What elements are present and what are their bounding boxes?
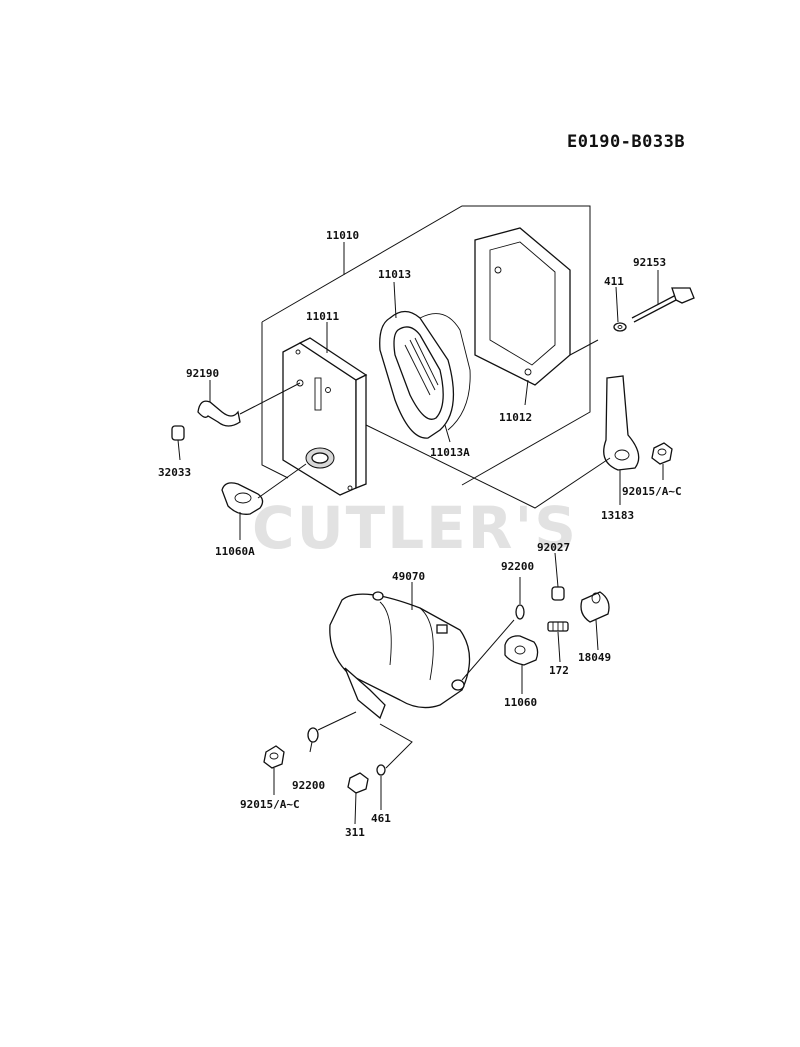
air-filter-11013[interactable]	[379, 310, 471, 439]
label-11060a[interactable]: 11060A	[215, 545, 255, 558]
nut-311[interactable]	[347, 772, 369, 794]
label-49070[interactable]: 49070	[392, 570, 425, 583]
label-92015-bottom[interactable]: 92015/A~C	[240, 798, 300, 811]
bracket-13183[interactable]	[603, 375, 640, 471]
watermark: CUTLER'S	[252, 494, 578, 562]
air-cleaner-cover-11012[interactable]	[474, 227, 571, 386]
clip-32033[interactable]	[171, 425, 185, 441]
label-11013[interactable]: 11013	[378, 268, 411, 281]
leader-lines	[177, 270, 664, 825]
label-92015-top[interactable]: 92015/A~C	[622, 485, 682, 498]
nut-92015-bottom[interactable]	[263, 745, 285, 769]
stud-172[interactable]	[547, 621, 569, 632]
washer-92200-top[interactable]	[515, 604, 525, 620]
breather-hose-92190[interactable]	[197, 400, 241, 427]
label-11011[interactable]: 11011	[306, 310, 339, 323]
washer-92200-bottom[interactable]	[307, 727, 319, 743]
label-11010[interactable]: 11010	[326, 229, 359, 242]
label-11013a[interactable]: 11013A	[430, 446, 470, 459]
assembly-frame	[261, 205, 591, 486]
label-18049[interactable]: 18049	[578, 651, 611, 664]
wing-bolt-92153[interactable]	[631, 287, 695, 323]
cap-92027[interactable]	[551, 586, 565, 601]
gasket-11060[interactable]	[504, 635, 539, 666]
label-311[interactable]: 311	[345, 826, 365, 839]
label-411[interactable]: 411	[604, 275, 624, 288]
label-461[interactable]: 461	[371, 812, 391, 825]
muffler-49070[interactable]	[329, 591, 471, 720]
label-11012[interactable]: 11012	[499, 411, 532, 424]
label-92200-bottom[interactable]: 92200	[292, 779, 325, 792]
label-172[interactable]: 172	[549, 664, 569, 677]
air-cleaner-base-11011[interactable]	[282, 337, 368, 496]
label-92190[interactable]: 92190	[186, 367, 219, 380]
nut-92015-top[interactable]	[651, 442, 673, 465]
washer-411[interactable]	[613, 322, 627, 332]
label-11060[interactable]: 11060	[504, 696, 537, 709]
label-92200-top[interactable]: 92200	[501, 560, 534, 573]
spark-arrester-18049[interactable]	[580, 591, 610, 623]
part-labels: 11010 11013 11011 92153 411 92190 11012 …	[158, 229, 682, 839]
diagram-code: E0190-B033B	[567, 132, 686, 152]
label-92153[interactable]: 92153	[633, 256, 666, 269]
label-32033[interactable]: 32033	[158, 466, 191, 479]
gasket-11060a[interactable]	[221, 482, 264, 515]
label-92027[interactable]: 92027	[537, 541, 570, 554]
washer-461[interactable]	[376, 764, 386, 776]
label-13183[interactable]: 13183	[601, 509, 634, 522]
